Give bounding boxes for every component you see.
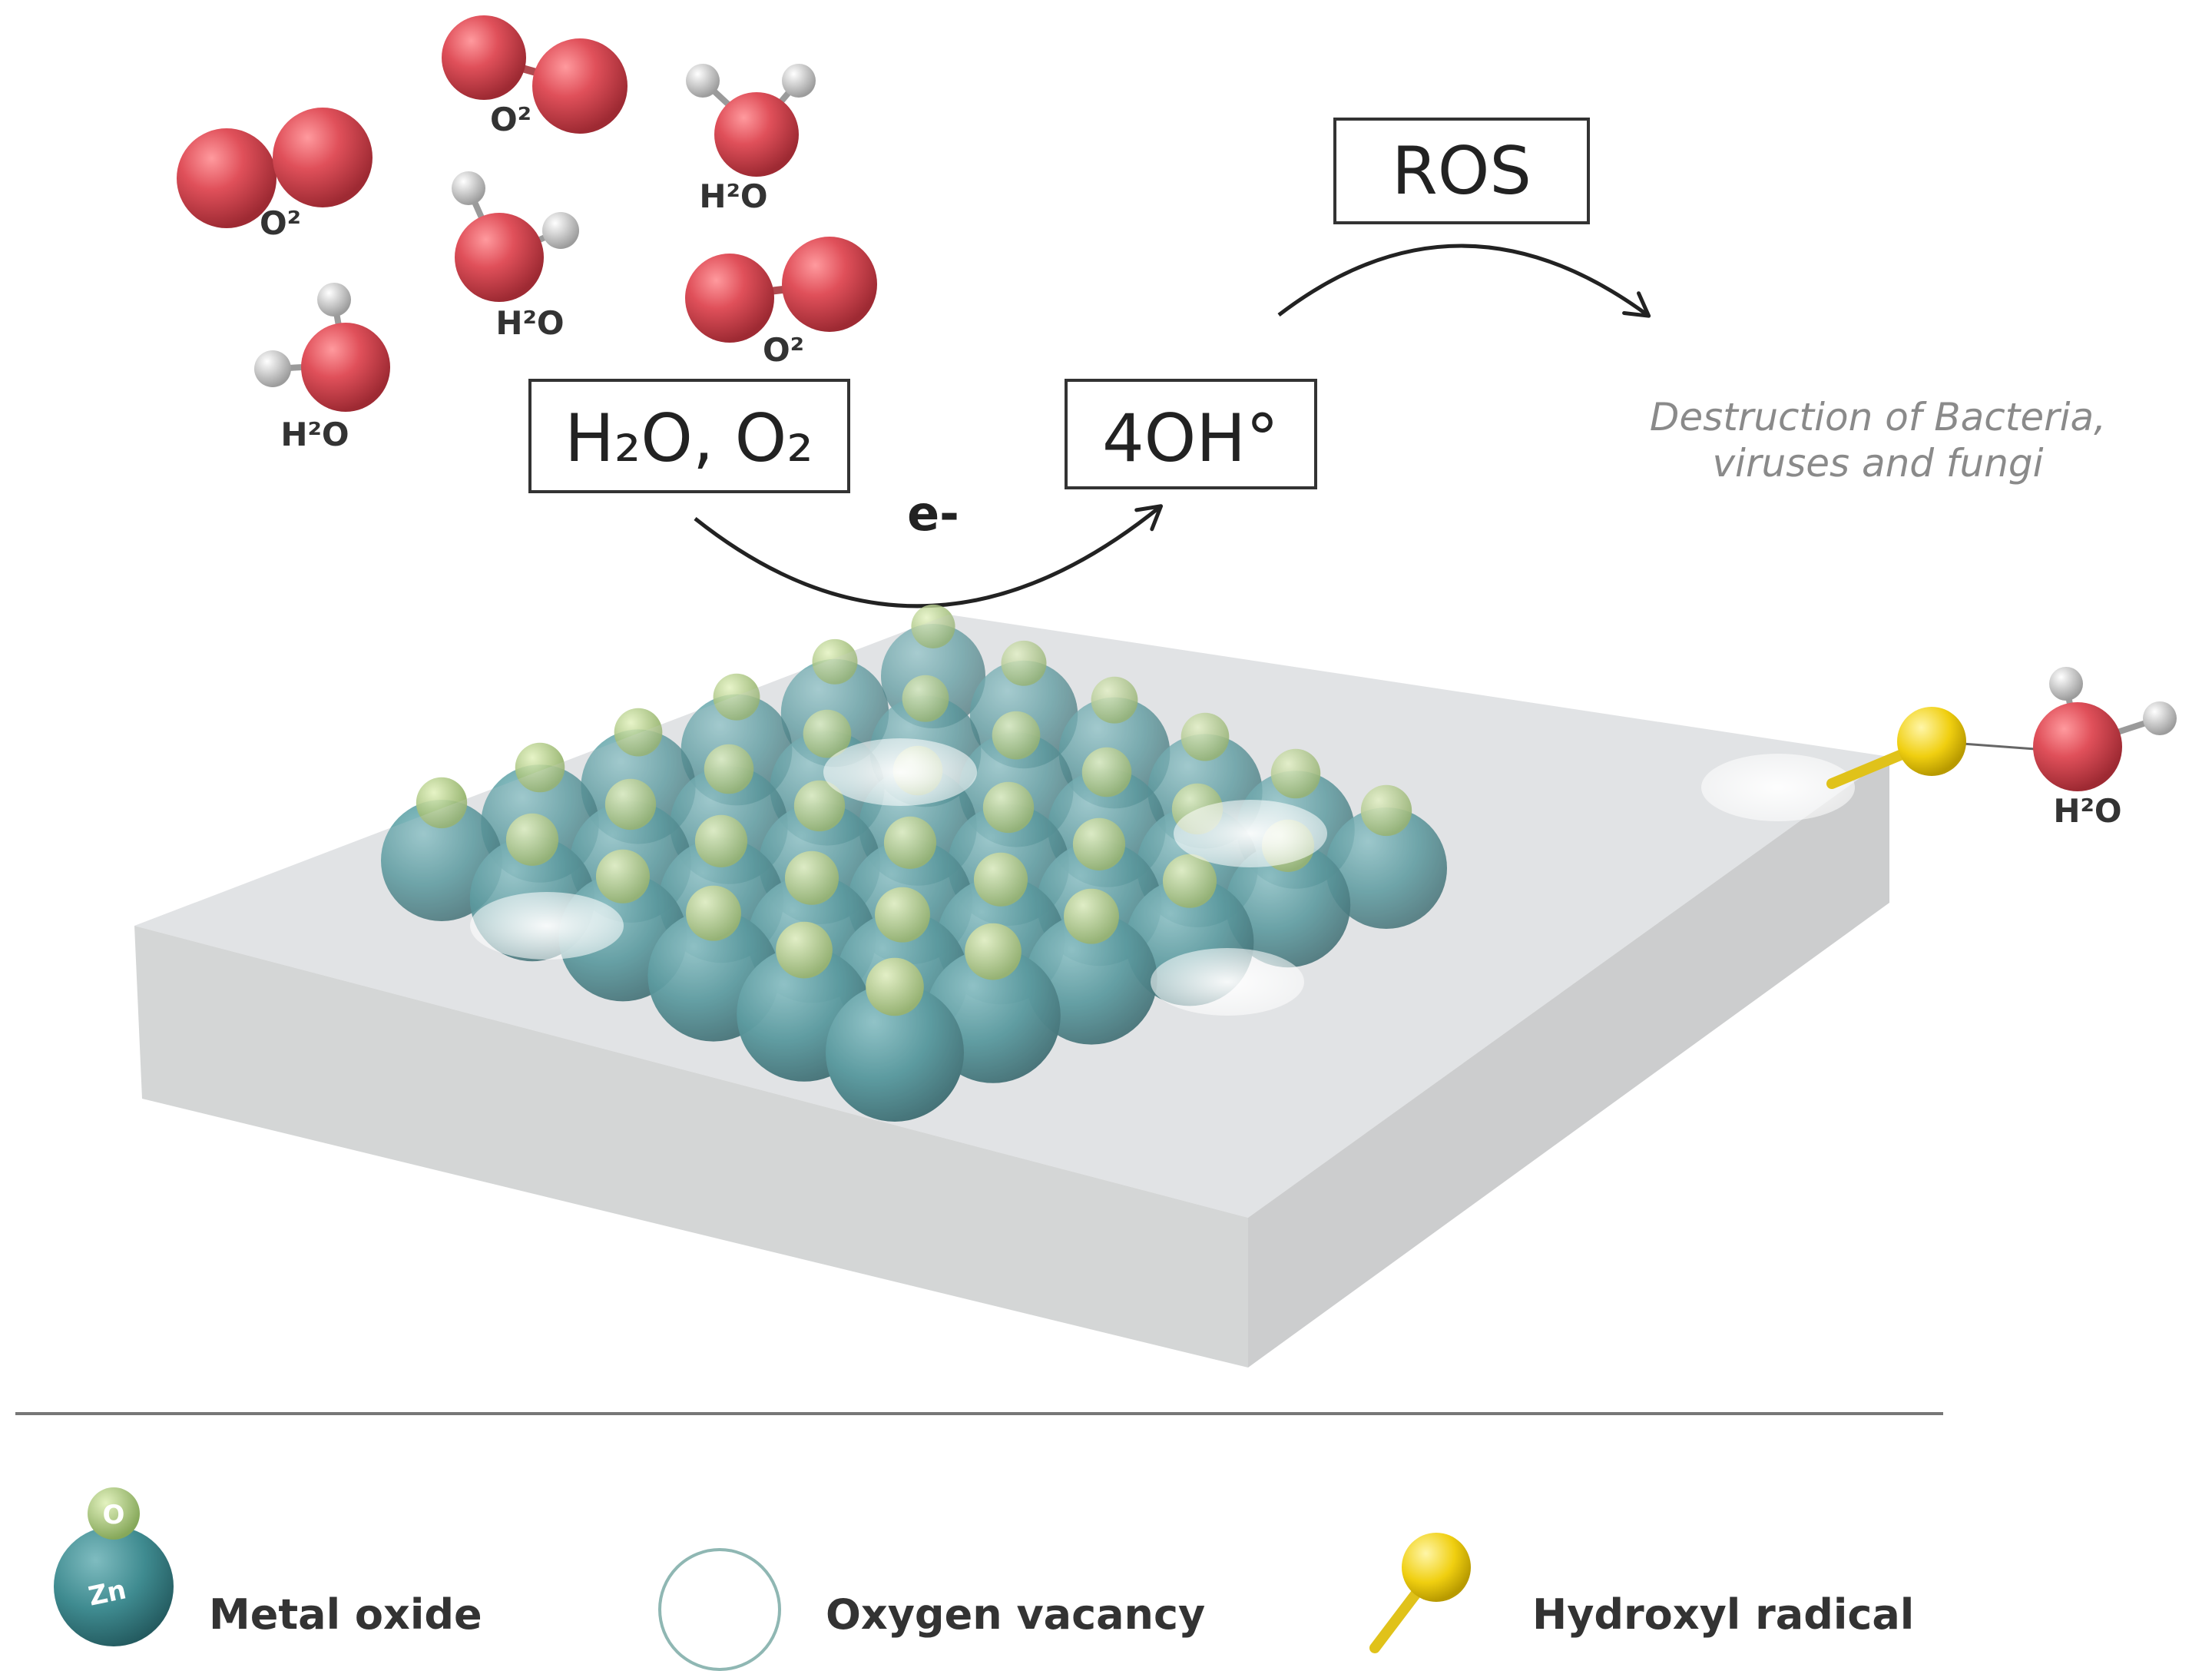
oxygen-atom — [604, 778, 657, 831]
h2o-label: H²O — [2053, 792, 2121, 830]
ros-arrow — [1277, 244, 1651, 318]
h2o-molecule: H²O — [452, 171, 579, 342]
oxygen-atom — [505, 813, 559, 866]
reaction-box-reactants: H₂O, O₂ — [528, 379, 850, 493]
legend-hydroxyl-radical: Hydroxyl radical — [1369, 1533, 1914, 1653]
slab-glass-overlay — [134, 615, 1889, 1218]
slab-front-face — [134, 926, 1248, 1368]
o2-label: O² — [763, 331, 804, 369]
oxygen-atom — [902, 675, 949, 722]
oxygen-atom — [982, 781, 1035, 834]
oxygen-atom — [1270, 748, 1321, 799]
oxygen-vacancy — [823, 738, 977, 806]
oxygen-atom — [713, 673, 760, 721]
zinc-atom — [826, 983, 964, 1122]
lattice-atoms — [134, 604, 1889, 1218]
legend-metal-oxide: O Zn Metal oxide — [54, 1487, 482, 1646]
oxygen-atom — [803, 709, 852, 758]
metal-oxide-atom — [1326, 784, 1447, 929]
oxygen-vacancy — [1701, 754, 1855, 821]
legend-oxygen-vacancy: Oxygen vacancy — [658, 1548, 1205, 1671]
electron-arrow — [694, 504, 1164, 608]
oxygen-atom — [883, 816, 937, 869]
ros-label: ROS — [1392, 133, 1532, 210]
oxygen-atom — [1081, 747, 1132, 797]
radical-label: 4OH° — [1102, 400, 1279, 477]
oxygen-atom — [686, 885, 741, 941]
o2-label: O² — [260, 204, 301, 242]
oxygen-atom — [704, 744, 754, 794]
oxygen-atom — [992, 711, 1041, 760]
oxygen-atom — [911, 604, 955, 648]
oxygen-atom — [614, 708, 663, 757]
oxygen-atom — [784, 850, 839, 905]
legend-atom-o: O — [103, 1500, 125, 1530]
destruction-caption: Destruction of Bacteria, viruses and fun… — [1650, 395, 2106, 486]
oxygen-atom — [875, 887, 930, 943]
oxygen-atom — [1001, 640, 1047, 686]
oxygen-atom — [1072, 817, 1126, 870]
legend-atom-zn: Zn — [86, 1574, 129, 1612]
electron-label: e- — [907, 486, 959, 542]
metal-oxide-slab — [134, 604, 1889, 1368]
legend-oxygen-vacancy-label: Oxygen vacancy — [826, 1590, 1205, 1639]
h2o-label: H²O — [699, 177, 767, 215]
oxygen-atom — [595, 849, 651, 903]
h2o-molecule: H²O — [686, 64, 816, 215]
oxygen-atom — [776, 921, 833, 979]
oxygen-atom — [416, 777, 468, 829]
zinc-atom — [1225, 842, 1351, 968]
oxygen-atom — [1360, 784, 1412, 837]
legend: O Zn Metal oxide Oxygen vacancy Hydroxyl… — [54, 1487, 1914, 1671]
oxygen-atom — [1181, 712, 1230, 761]
legend-metal-oxide-label: Metal oxide — [209, 1590, 482, 1639]
h2o-molecule: H²O — [254, 283, 390, 453]
destruction-line-1: Destruction of Bacteria, — [1650, 395, 2106, 439]
o2-label: O² — [490, 101, 531, 138]
oxygen-vacancy — [1174, 800, 1327, 867]
oxygen-atom — [793, 780, 846, 832]
h2o-label: H²O — [280, 416, 349, 453]
legend-hydroxyl-radical-label: Hydroxyl radical — [1532, 1590, 1914, 1639]
oxygen-atom — [812, 638, 858, 685]
metal-oxide-atom — [826, 957, 964, 1122]
h2o-label: H²O — [495, 304, 564, 342]
oxygen-atom — [694, 814, 748, 867]
free-molecules: O² O² O² H²O H²O — [177, 15, 877, 453]
oxygen-atom — [866, 957, 924, 1016]
slab-right-face — [1248, 757, 1889, 1368]
zinc-atom — [1326, 807, 1447, 929]
oxygen-atom — [965, 923, 1022, 980]
surface-hydroxyl-radical — [1826, 707, 2036, 789]
oxygen-vacancy — [1151, 948, 1304, 1016]
side-h2o-molecule: H²O — [2033, 667, 2177, 830]
reactants-label: H₂O, O₂ — [565, 400, 813, 477]
oxygen-atom — [1162, 854, 1217, 908]
o2-molecule: O² — [685, 237, 877, 369]
destruction-line-2: viruses and fungi — [1712, 441, 2043, 486]
reaction-box-radical: 4OH° — [1065, 379, 1317, 489]
oxygen-vacancies — [470, 738, 1855, 1016]
oxygen-atom — [515, 742, 565, 793]
oxygen-vacancy — [470, 892, 624, 960]
oxygen-atom — [1064, 888, 1119, 944]
o2-molecule: O² — [177, 108, 373, 242]
reaction-box-ros: ROS — [1333, 118, 1590, 224]
oxygen-atom — [1091, 676, 1138, 724]
oxygen-atom — [973, 852, 1028, 907]
o2-molecule: O² — [442, 15, 628, 138]
